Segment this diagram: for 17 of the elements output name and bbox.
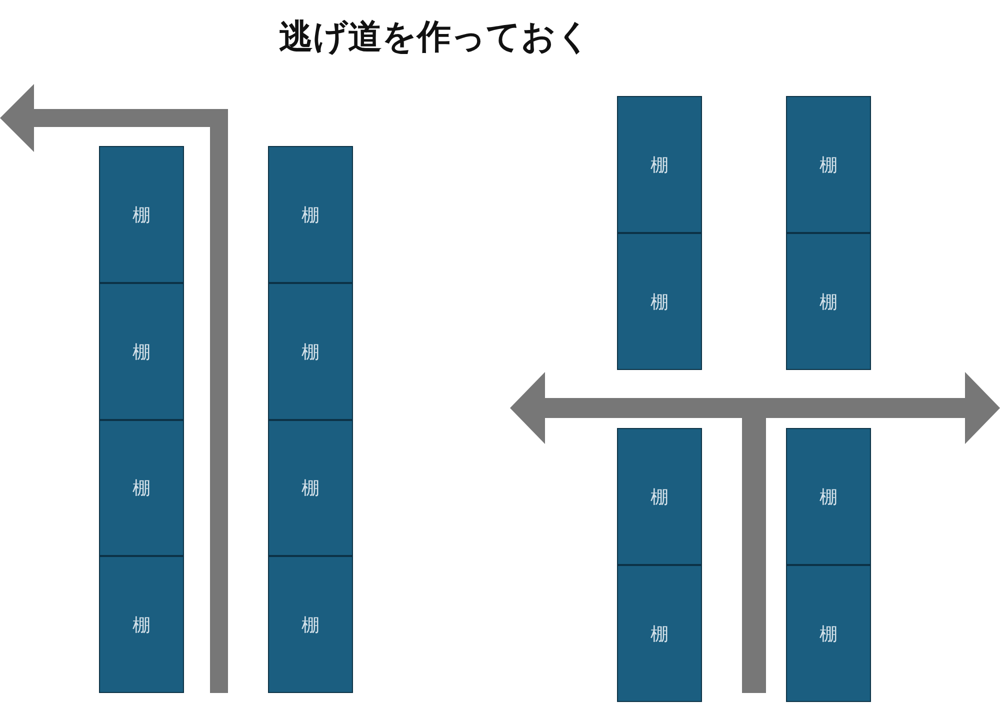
shelf-box: 棚 — [268, 556, 353, 693]
shelf-box: 棚 — [99, 146, 184, 283]
title: 逃げ道を作っておく — [278, 16, 592, 59]
shelf-box: 棚 — [617, 233, 702, 370]
shelf-box: 棚 — [786, 96, 871, 233]
shelf-box: 棚 — [617, 565, 702, 702]
shelf-box: 棚 — [786, 233, 871, 370]
shelf-box: 棚 — [786, 565, 871, 702]
shelf-box: 棚 — [99, 556, 184, 693]
shelf-box: 棚 — [617, 428, 702, 565]
shelf-box: 棚 — [268, 146, 353, 283]
shelf-box: 棚 — [268, 283, 353, 420]
shelf-box: 棚 — [617, 96, 702, 233]
shelf-box: 棚 — [99, 283, 184, 420]
shelf-box: 棚 — [786, 428, 871, 565]
shelf-box: 棚 — [99, 420, 184, 556]
shelf-box: 棚 — [268, 420, 353, 556]
